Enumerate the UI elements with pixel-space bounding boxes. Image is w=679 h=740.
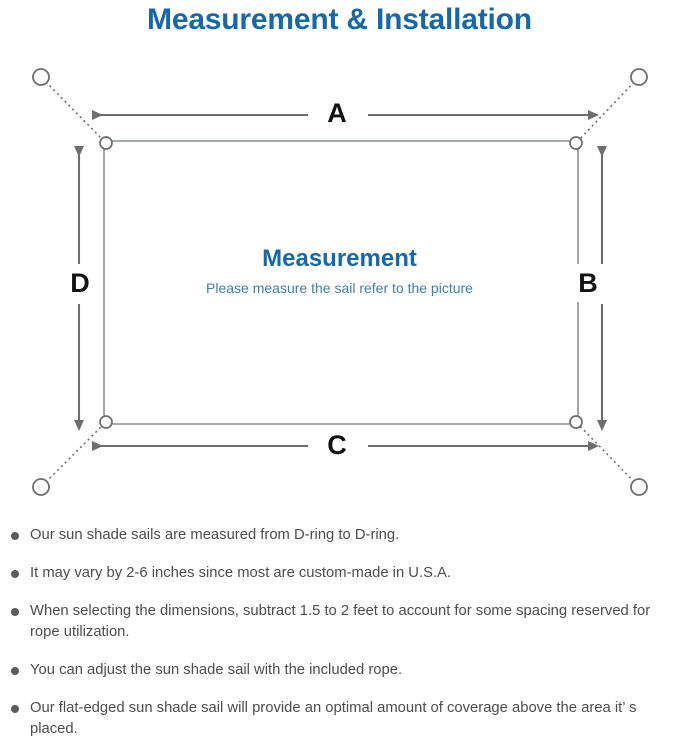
- measurement-diagram: Measurement Please measure the sail refe…: [0, 48, 679, 508]
- dimension-label-a: A: [308, 98, 366, 128]
- anchor-ring-bottom-left: [32, 478, 50, 496]
- d-ring-bottom-right: [569, 415, 583, 429]
- diagram-svg: [32, 68, 648, 496]
- bullet-icon: [11, 667, 19, 675]
- note-text: Our sun shade sails are measured from D-…: [30, 527, 400, 543]
- anchor-ring-top-right: [630, 68, 648, 86]
- note-text: When selecting the dimensions, subtract …: [30, 603, 651, 640]
- list-item: You can adjust the sun shade sail with t…: [0, 660, 679, 681]
- dimension-label-b: B: [570, 264, 606, 302]
- notes-list: Our sun shade sails are measured from D-…: [0, 525, 679, 740]
- anchor-ring-bottom-right: [630, 478, 648, 496]
- rope-lines: [41, 77, 639, 487]
- list-item: It may vary by 2-6 inches since most are…: [0, 563, 679, 584]
- d-rings: [99, 136, 583, 429]
- anchor-ring-top-left: [32, 68, 50, 86]
- d-ring-top-left: [99, 136, 113, 150]
- list-item: Our flat-edged sun shade sail will provi…: [0, 698, 679, 740]
- dimension-label-c: C: [308, 430, 366, 460]
- note-text: You can adjust the sun shade sail with t…: [30, 662, 403, 678]
- bullet-icon: [11, 532, 19, 540]
- bullet-icon: [11, 705, 19, 713]
- page-title: Measurement & Installation: [147, 3, 532, 36]
- anchor-rings: [32, 68, 648, 496]
- list-item: When selecting the dimensions, subtract …: [0, 601, 679, 643]
- bullet-icon: [11, 608, 19, 616]
- d-ring-top-right: [569, 136, 583, 150]
- diagram-center-title: Measurement: [262, 245, 417, 272]
- note-text: It may vary by 2-6 inches since most are…: [30, 565, 452, 581]
- dimension-label-d: D: [62, 264, 98, 302]
- note-text: Our flat-edged sun shade sail will provi…: [30, 700, 637, 737]
- list-item: Our sun shade sails are measured from D-…: [0, 525, 679, 546]
- bullet-icon: [11, 570, 19, 578]
- d-ring-bottom-left: [99, 415, 113, 429]
- diagram-center-subtitle: Please measure the sail refer to the pic…: [206, 280, 473, 296]
